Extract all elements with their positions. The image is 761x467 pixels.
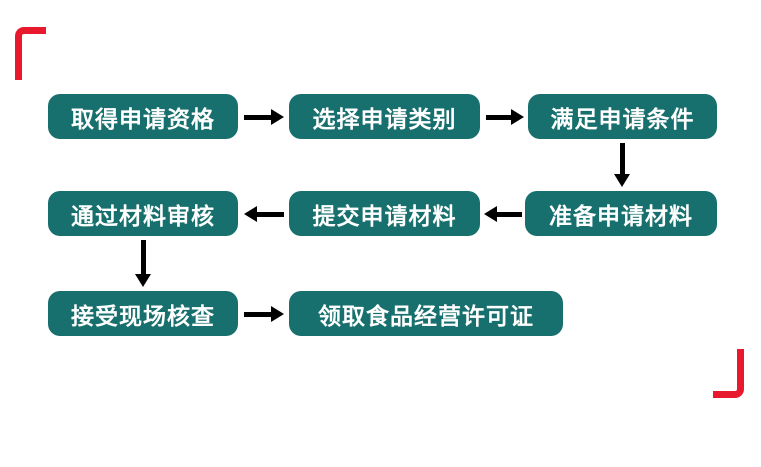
flow-node-onsite-inspection: 接受现场核查 (48, 291, 238, 336)
arrow-down-icon (134, 240, 152, 287)
corner-bracket-top-left-icon (15, 27, 46, 80)
flow-node-meet-conditions: 满足申请条件 (528, 94, 717, 139)
flow-node-select-category: 选择申请类别 (289, 94, 480, 139)
flow-node-pass-material-review: 通过材料审核 (48, 191, 238, 236)
arrow-right-icon (486, 108, 524, 126)
flow-node-submit-materials: 提交申请材料 (289, 191, 480, 236)
arrow-right-icon (244, 108, 284, 126)
arrow-left-icon (484, 205, 522, 223)
arrow-right-icon (244, 305, 284, 323)
flow-node-receive-license: 领取食品经营许可证 (289, 291, 563, 336)
arrow-left-icon (244, 205, 284, 223)
corner-bracket-bottom-right-icon (713, 349, 744, 398)
flow-node-prepare-materials: 准备申请材料 (525, 191, 717, 236)
arrow-down-icon (613, 143, 631, 187)
flow-node-obtain-qualification: 取得申请资格 (48, 94, 238, 139)
